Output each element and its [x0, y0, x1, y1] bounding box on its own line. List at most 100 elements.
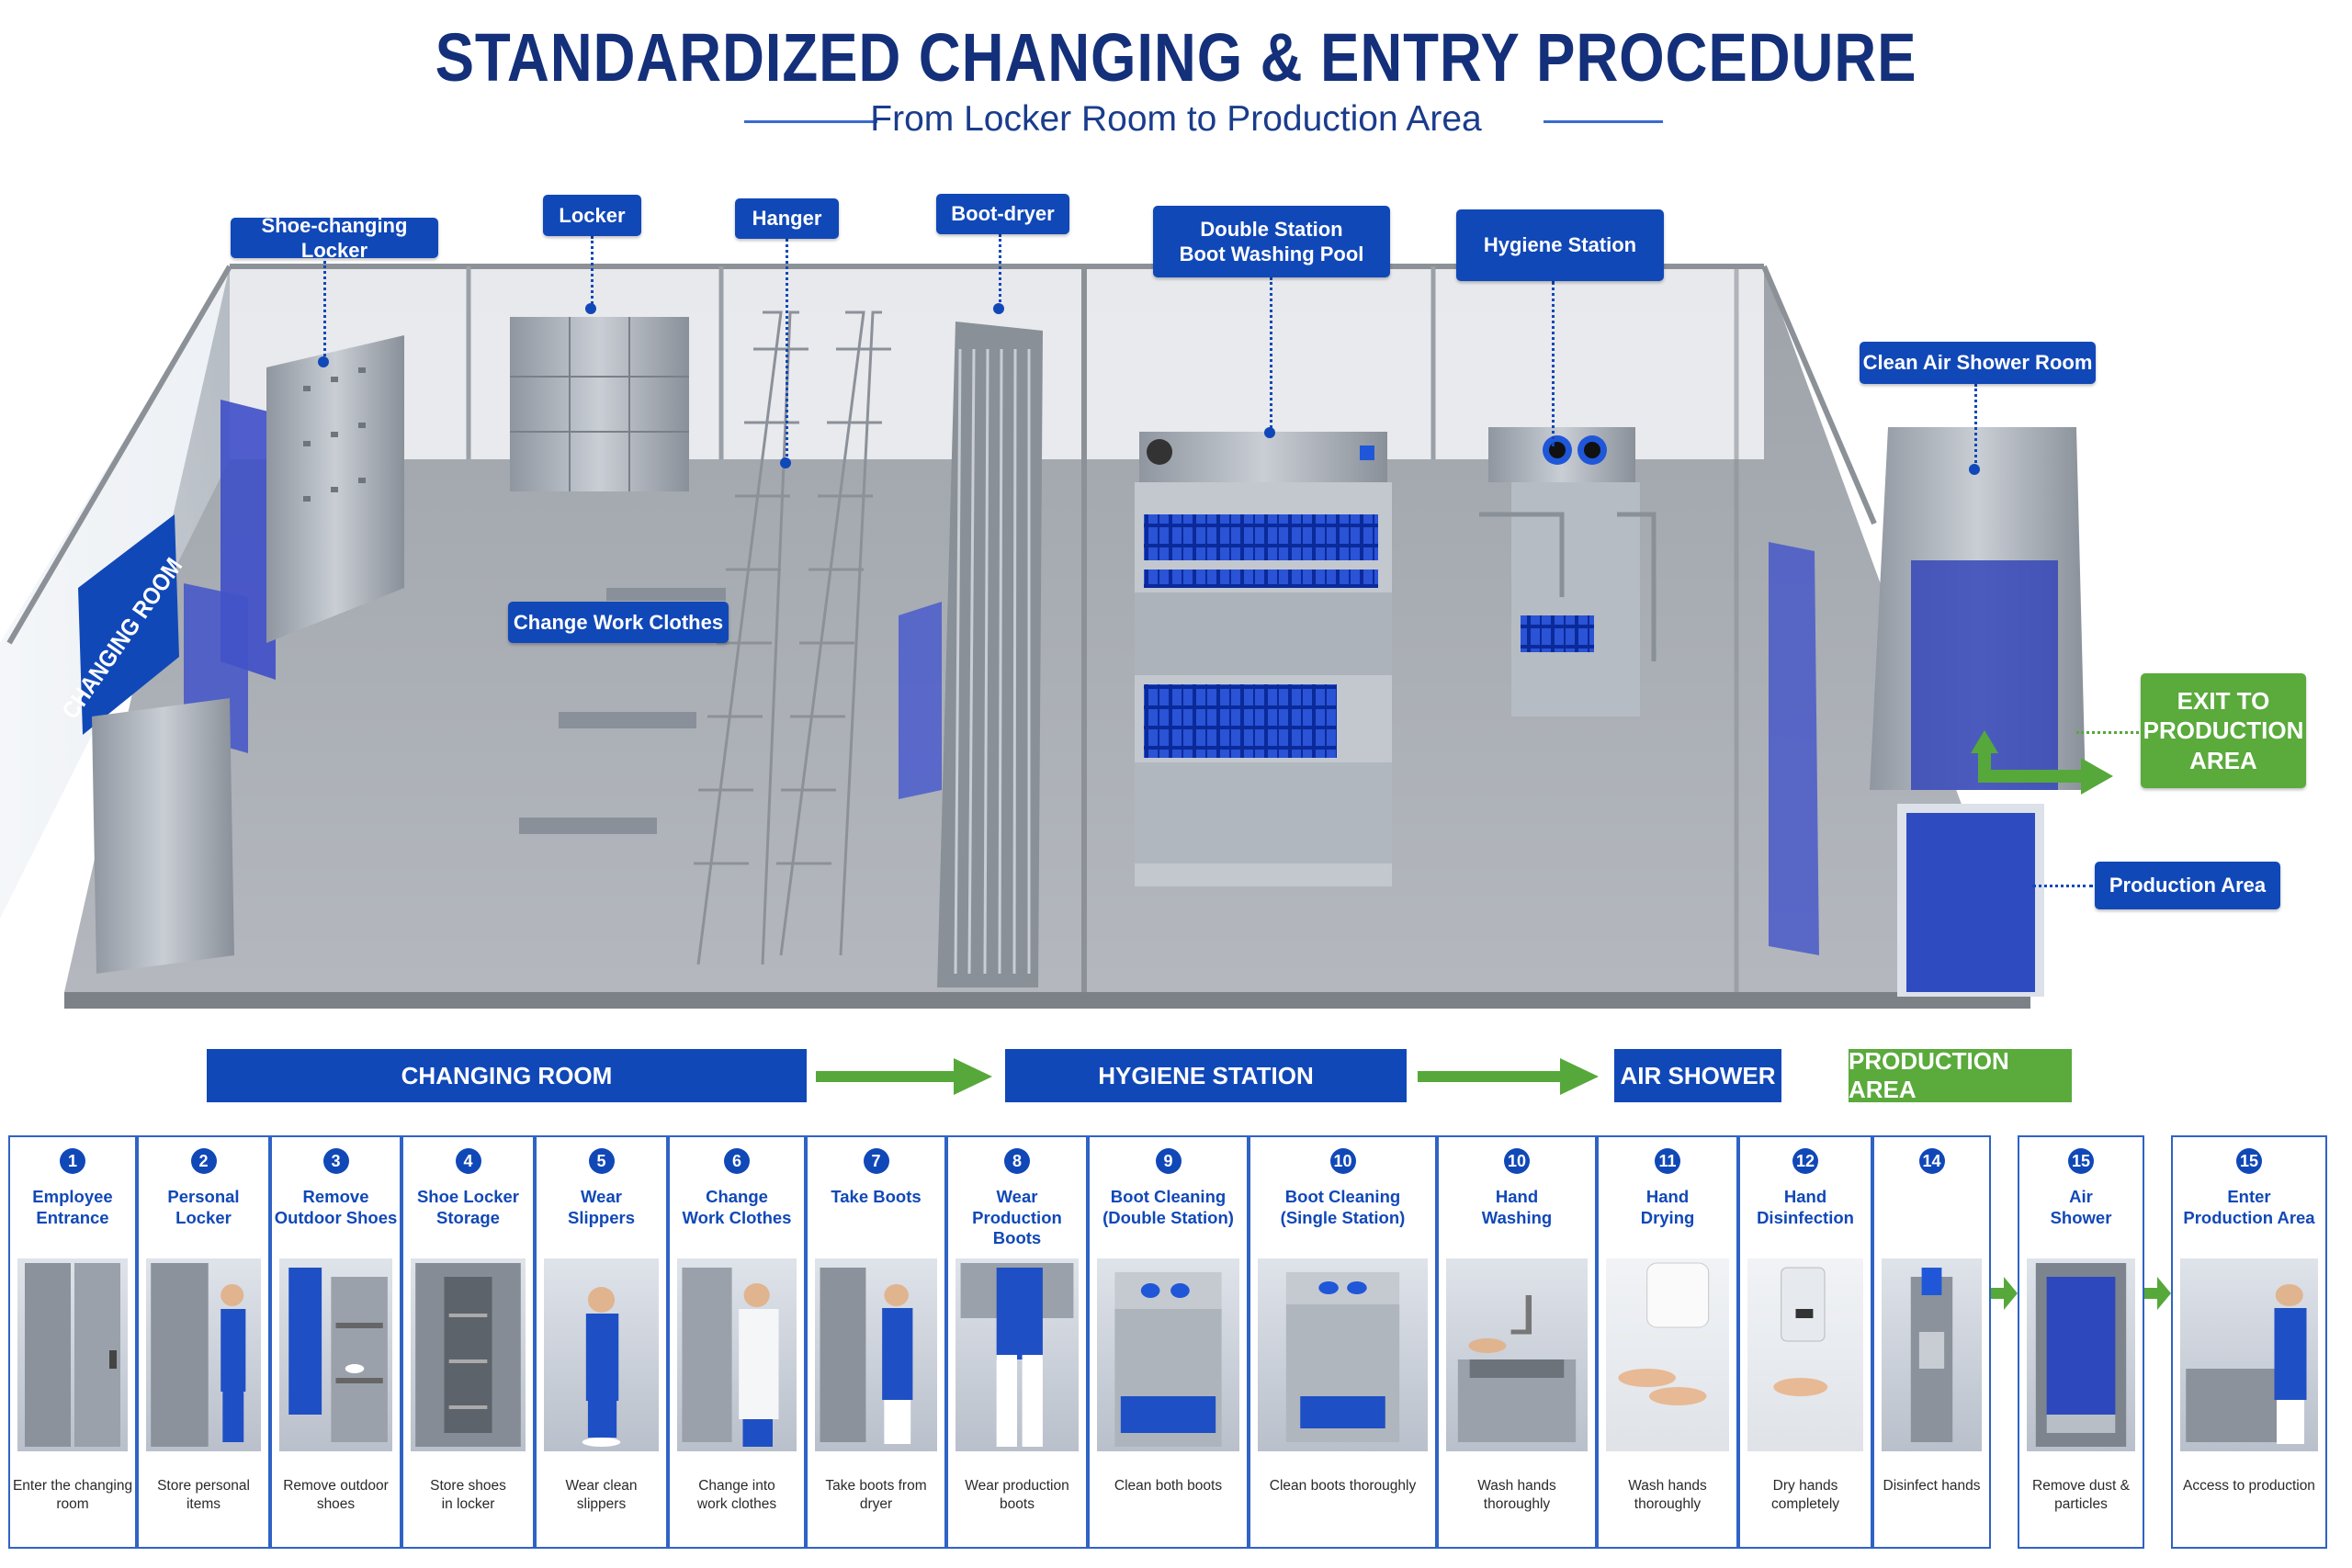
step-card: 12 Hand Disinfection Dry hands completel… — [1738, 1135, 1872, 1549]
step-card: 11 Hand Drying Wash hands thoroughly — [1597, 1135, 1738, 1549]
step-title: Hand Disinfection — [1757, 1187, 1854, 1227]
callout-clean-air-shower-room: Clean Air Shower Room — [1860, 342, 2096, 384]
step-card: 14 Disinfect hands — [1872, 1135, 1991, 1549]
step-photo-disinfect — [1882, 1258, 1982, 1451]
floor-plan-illustration: CHANGING ROOM — [0, 264, 2113, 1009]
step-description: Remove outdoor shoes — [283, 1478, 389, 1513]
step-card: 1 Employee Entrance Enter the changing r… — [8, 1135, 137, 1549]
subtitle-rule-right — [1544, 120, 1663, 123]
step-photo-shoe-locker — [411, 1258, 526, 1451]
step-description: Wash hands thoroughly — [1477, 1478, 1556, 1513]
step-number: 2 — [190, 1148, 217, 1174]
bench — [559, 712, 696, 728]
step-title: Hand Drying — [1640, 1187, 1695, 1227]
step-description: Disinfect hands — [1883, 1478, 1981, 1494]
step-description: Access to production — [2183, 1478, 2315, 1494]
boot-dryer-rack — [937, 321, 1043, 987]
step-card: 2 Personal Locker Store personal items — [137, 1135, 270, 1549]
step-number: 15 — [2236, 1148, 2262, 1174]
step-number: 3 — [322, 1148, 349, 1174]
step-description: Clean boots thoroughly — [1269, 1478, 1417, 1494]
step-card: 15 Air Shower Remove dust & particles — [2018, 1135, 2144, 1549]
step-number: 10 — [1504, 1148, 1530, 1174]
zone-hygiene-station: HYGIENE STATION — [1005, 1049, 1407, 1102]
leader-hygiene-station — [1552, 281, 1555, 446]
callout-locker: Locker — [543, 195, 641, 236]
pin-locker — [585, 303, 596, 314]
zone-production-area: PRODUCTION AREA — [1849, 1047, 2072, 1103]
step-card: 3 Remove Outdoor Shoes Remove outdoor sh… — [270, 1135, 401, 1549]
step-photo-remove-shoes — [279, 1258, 392, 1451]
step-title: Wear Production Boots — [972, 1187, 1062, 1248]
pin-shoe-locker — [318, 356, 329, 367]
step-description: Wear production boots — [965, 1478, 1069, 1513]
step-number: 14 — [1918, 1148, 1945, 1174]
step-title: Boot Cleaning (Single Station) — [1280, 1187, 1406, 1227]
step-title: Change Work Clothes — [682, 1187, 792, 1227]
hanger-racks — [694, 310, 891, 965]
leader-production-area — [2032, 885, 2093, 887]
step-title: Boot Cleaning (Double Station) — [1102, 1187, 1234, 1227]
changing-room-sign — [78, 514, 179, 735]
callout-hanger: Hanger — [735, 198, 839, 239]
step-title: Enter Production Area — [2183, 1187, 2315, 1227]
step-card: 15 Enter Production Area Access to produ… — [2171, 1135, 2327, 1549]
step-photo-work-clothes — [677, 1258, 797, 1451]
step-description: Store personal items — [157, 1478, 250, 1513]
step-number: 6 — [724, 1148, 750, 1174]
step-card: 10 Hand Washing Wash hands thoroughly — [1437, 1135, 1597, 1549]
leader-exit — [2076, 731, 2139, 734]
step-photo-personal-locker — [146, 1258, 261, 1451]
step-card: 4 Shoe Locker Storage Store shoes in loc… — [401, 1135, 535, 1549]
step-title: Take Boots — [831, 1187, 922, 1206]
step-photo-production-area — [2180, 1258, 2318, 1451]
step-card: 10 Boot Cleaning (Single Station) Clean … — [1249, 1135, 1437, 1549]
leader-shoe-locker — [323, 261, 326, 362]
callout-production-area: Production Area — [2095, 862, 2280, 909]
leader-boot-dryer — [999, 234, 1001, 308]
step-title: Employee Entrance — [32, 1187, 113, 1227]
zone-changing-room: CHANGING ROOM — [207, 1049, 807, 1102]
step-number: 1 — [60, 1148, 85, 1174]
step-number: 11 — [1655, 1148, 1680, 1174]
exit-to-production-sign: EXIT TO PRODUCTION AREA — [2141, 673, 2306, 788]
step-description: Enter the changing room — [12, 1478, 133, 1513]
locker-cabinet — [510, 317, 689, 491]
pin-air-shower-room — [1969, 464, 1980, 475]
step-number: 4 — [455, 1148, 481, 1174]
step-number: 12 — [1792, 1148, 1818, 1174]
step-description: Wear clean slippers — [565, 1478, 638, 1513]
step-description: Clean both boots — [1114, 1478, 1223, 1494]
step-card: 6 Change Work Clothes Change into work c… — [668, 1135, 806, 1549]
step-photo-double-station — [1097, 1258, 1239, 1451]
step-number: 10 — [1329, 1148, 1356, 1174]
step-title: Air Shower — [2050, 1187, 2112, 1227]
step-description: Dry hands completely — [1770, 1478, 1840, 1513]
callout-hygiene-station: Hygiene Station — [1456, 209, 1664, 281]
zone-arrow-2 — [1418, 1058, 1599, 1095]
step-description: Change into work clothes — [696, 1478, 777, 1513]
callout-boot-washing-pool: Double Station Boot Washing Pool — [1153, 206, 1390, 277]
leader-air-shower-room — [1974, 384, 1977, 468]
step-title: Wear Slippers — [568, 1187, 635, 1227]
callout-shoe-locker: Shoe-changing Locker — [231, 214, 438, 262]
step-photo-production-boots — [956, 1258, 1079, 1451]
callout-change-work-clothes: Change Work Clothes — [508, 602, 729, 643]
step-arrow-1 — [1991, 1277, 2018, 1310]
step-card: 7 Take Boots Take boots from dryer — [806, 1135, 946, 1549]
hygiene-station-machine — [1479, 427, 1657, 716]
leader-hanger — [786, 239, 788, 462]
pin-hanger — [780, 457, 791, 468]
step-title: Remove Outdoor Shoes — [274, 1187, 398, 1227]
step-card: 8 Wear Production Boots Wear production … — [946, 1135, 1088, 1549]
leader-boot-pool — [1270, 277, 1272, 434]
step-title: Hand Washing — [1481, 1187, 1553, 1227]
step-photo-hand-drying — [1606, 1258, 1729, 1451]
subtitle-rule-left — [744, 120, 877, 123]
step-description: Wash hands thoroughly — [1628, 1478, 1707, 1513]
step-title: Personal Locker — [167, 1187, 240, 1227]
step-number: 5 — [588, 1148, 615, 1174]
step-description: Take boots from dryer — [825, 1478, 927, 1513]
exit-arrow — [1978, 744, 2086, 783]
step-photo-air-shower — [2027, 1258, 2135, 1451]
